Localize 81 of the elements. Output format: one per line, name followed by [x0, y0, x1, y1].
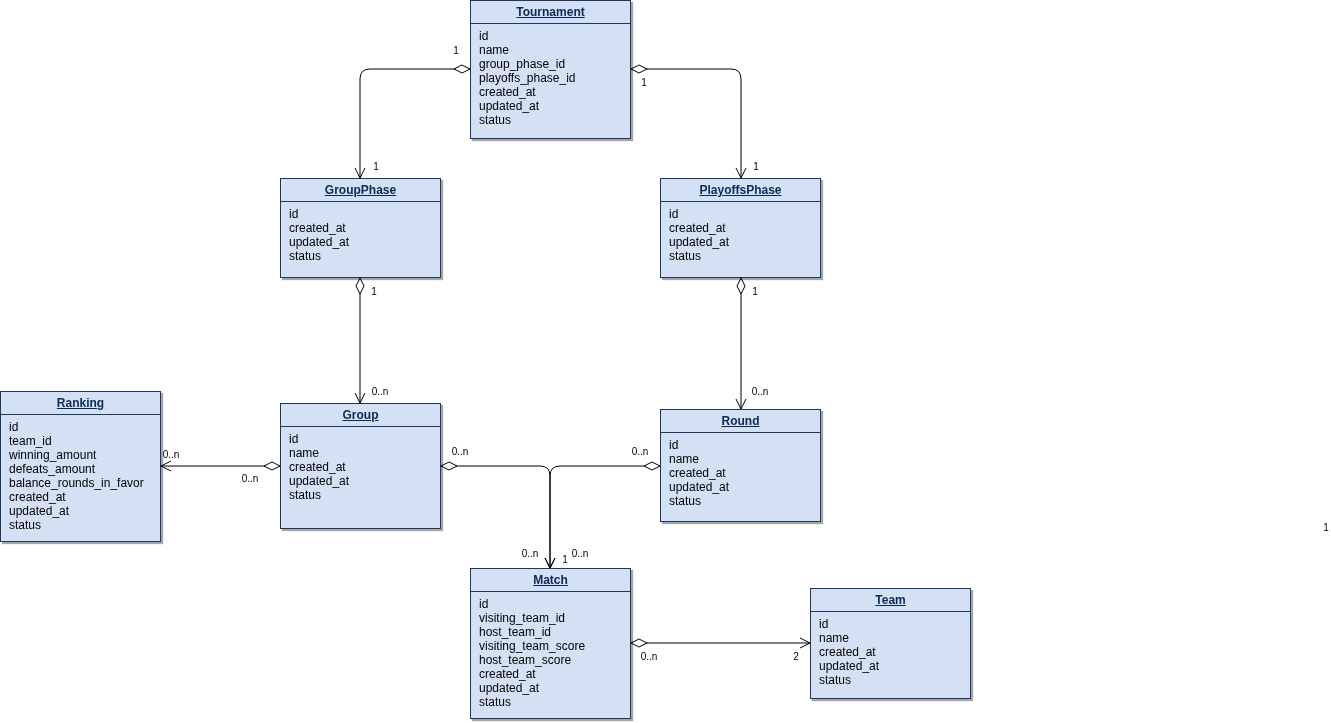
attribute-name: id [9, 420, 20, 434]
multiplicity-label: 0..n [631, 445, 649, 457]
aggregation-connector [630, 64, 747, 179]
attribute-name: id [289, 207, 300, 221]
attribute-name: created_at [669, 466, 727, 480]
attribute-name: winning_amount [9, 448, 98, 462]
class-box [280, 178, 441, 278]
attribute-name: created_at [669, 221, 727, 235]
aggregation-connector [630, 637, 811, 649]
class-box [470, 0, 631, 139]
attribute-name: status [669, 494, 702, 508]
attribute-name: host_team_id [479, 625, 553, 639]
class-name: Tournament [471, 1, 630, 24]
class-box [280, 403, 441, 529]
class-box [810, 588, 971, 699]
attribute-name: name [479, 43, 511, 57]
attribute-name: updated_at [479, 99, 541, 113]
attribute-name: team_id [9, 434, 53, 448]
multiplicity-label: 0..n [521, 547, 539, 559]
attribute-name: created_at [289, 221, 347, 235]
attribute-name: playoffs_phase_id [479, 71, 577, 85]
multiplicity-label: 0..n [751, 385, 769, 397]
aggregation-connector [544, 461, 661, 569]
attribute-name: balance_rounds_in_favor [9, 476, 145, 490]
class-name: Round [661, 410, 820, 433]
attribute-name: status [479, 695, 512, 709]
multiplicity-label: 0..n [241, 472, 259, 484]
aggregation-connector [354, 64, 471, 179]
attribute-name: status [479, 113, 512, 127]
aggregation-connector [160, 460, 281, 472]
attribute-name: updated_at [669, 480, 731, 494]
multiplicity-label: 1 [641, 76, 647, 88]
class-box [660, 178, 821, 278]
attribute-name: id [669, 438, 680, 452]
multiplicity-label: 0..n [162, 448, 180, 460]
attribute-name: status [9, 518, 42, 532]
attribute-name: visiting_team_id [479, 611, 567, 625]
attribute-name: updated_at [9, 504, 71, 518]
attribute-name: updated_at [479, 681, 541, 695]
attribute-name: group_phase_id [479, 57, 567, 71]
attribute-name: status [819, 673, 852, 687]
class-name: GroupPhase [281, 179, 440, 202]
multiplicity-label: 0..n [640, 650, 658, 662]
multiplicity-label: 1 [1323, 521, 1329, 533]
class-name: Ranking [1, 392, 160, 415]
class-box [470, 568, 631, 719]
class-box [660, 409, 821, 522]
attribute-name: name [819, 631, 851, 645]
attribute-name: id [479, 29, 490, 43]
multiplicity-label: 2 [793, 650, 799, 662]
attribute-name: status [289, 249, 322, 263]
attribute-name: id [479, 597, 490, 611]
attribute-name: defeats_amount [9, 462, 97, 476]
attribute-name: id [819, 617, 830, 631]
attribute-name: name [289, 446, 321, 460]
multiplicity-label: 1 [453, 44, 459, 56]
class-name: Team [811, 589, 970, 612]
attribute-name: id [669, 207, 680, 221]
attribute-name: updated_at [669, 235, 731, 249]
attribute-name: status [289, 488, 322, 502]
attribute-name: created_at [9, 490, 67, 504]
aggregation-connector [354, 277, 366, 404]
class-name: Group [281, 404, 440, 427]
attribute-name: updated_at [819, 659, 881, 673]
aggregation-connector [735, 277, 747, 410]
attribute-name: host_team_score [479, 653, 573, 667]
attribute-name: visiting_team_score [479, 639, 587, 653]
attribute-name: created_at [479, 85, 537, 99]
attribute-name: created_at [819, 645, 877, 659]
multiplicity-label: 0..n [571, 547, 589, 559]
attribute-name: updated_at [289, 235, 351, 249]
attribute-name: status [669, 249, 702, 263]
class-name: PlayoffsPhase [661, 179, 820, 202]
multiplicity-label: 0..n [451, 445, 469, 457]
class-name: Match [471, 569, 630, 592]
class-box [0, 391, 161, 542]
attribute-name: name [669, 452, 701, 466]
attribute-name: updated_at [289, 474, 351, 488]
attribute-name: created_at [289, 460, 347, 474]
attribute-name: id [289, 432, 300, 446]
attribute-name: created_at [479, 667, 537, 681]
